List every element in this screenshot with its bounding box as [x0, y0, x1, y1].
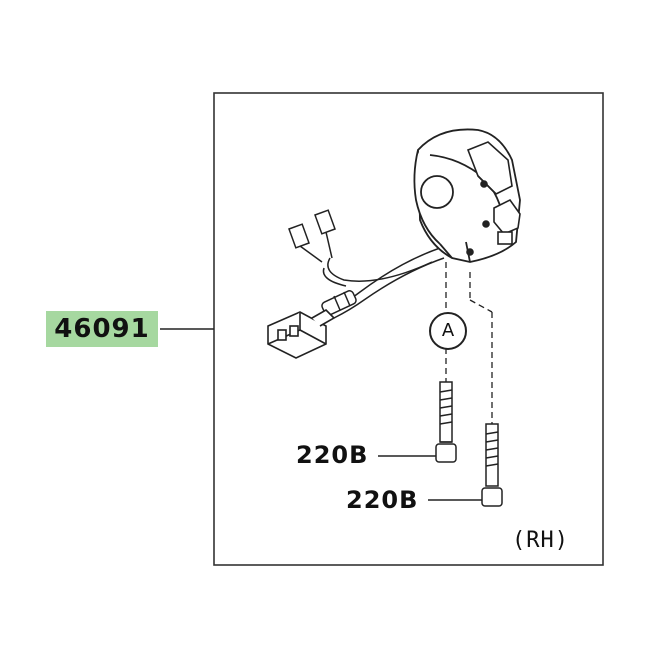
screw-part-label-1: 220B	[296, 441, 369, 469]
part-number-label: 46091	[46, 311, 158, 347]
switch-buttons	[466, 141, 521, 256]
assembly-lines	[445, 262, 493, 424]
screw-2	[481, 423, 503, 507]
reference-marker-a: A	[429, 312, 467, 350]
wire-sleeve	[321, 290, 357, 316]
screw-1	[435, 381, 457, 463]
main-harness-connector	[267, 309, 336, 359]
screw-part-label-2: 220B	[346, 486, 419, 514]
small-connector-pair	[288, 209, 336, 263]
side-indicator-label: (RH)	[512, 528, 569, 553]
